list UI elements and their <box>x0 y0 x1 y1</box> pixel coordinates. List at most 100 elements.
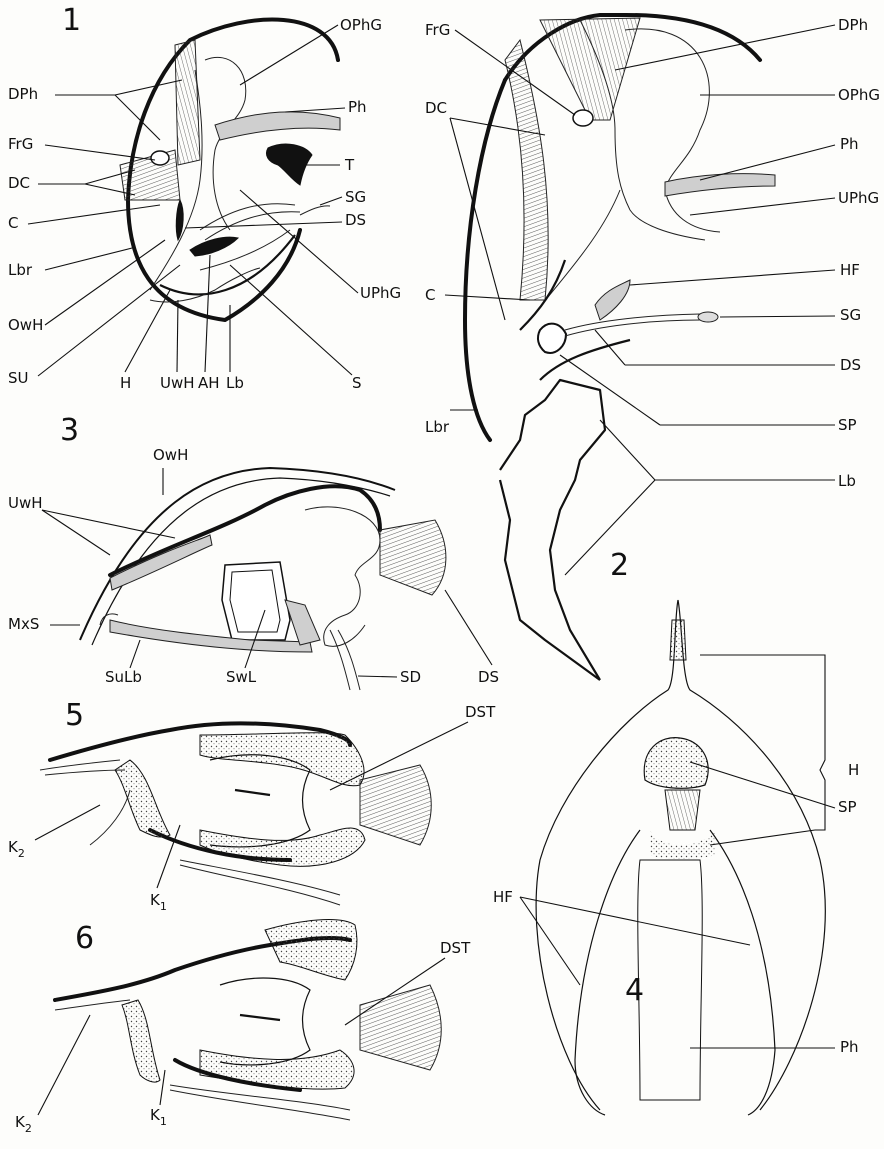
p1-leader-S <box>230 265 352 375</box>
p2-leader-C <box>445 295 530 300</box>
p4-label-Ph: Ph <box>840 1038 859 1056</box>
p2-sg-duct <box>565 314 700 336</box>
p2-label-SG: SG <box>840 306 861 324</box>
p1-label-UwH: UwH <box>160 374 195 392</box>
panel-2-number: 2 <box>610 548 629 583</box>
p2-leader-SG <box>720 316 835 317</box>
p2-label-FrG: FrG <box>425 21 450 39</box>
p2-hf <box>595 280 630 320</box>
p1-label-DPh: DPh <box>8 85 38 103</box>
p5-tail <box>180 860 340 905</box>
p5-upper-lobe <box>200 733 364 786</box>
p1-ds-muscle <box>200 204 300 240</box>
panel-4: 4 H SP HF Ph <box>493 600 859 1115</box>
p3-label-DS: DS <box>478 668 499 686</box>
p1-dc-muscle <box>120 150 180 200</box>
p2-label-Lb: Lb <box>838 472 856 490</box>
p1-leader-AH <box>205 255 210 372</box>
panel-4-number: 4 <box>625 973 644 1008</box>
p6-label-K2: K2 <box>15 1113 32 1135</box>
p5-label-K2-sub: 2 <box>18 847 25 860</box>
p6-dst-fan <box>360 985 441 1070</box>
p4-ph-tube <box>638 860 702 1100</box>
p3-label-MxS: MxS <box>8 615 39 633</box>
p1-dph-muscle <box>175 40 200 165</box>
p2-sg-end <box>698 312 718 322</box>
p2-dc-muscle <box>505 40 548 300</box>
p1-label-OwH: OwH <box>8 316 43 334</box>
panel-6-number: 6 <box>75 921 94 956</box>
p1-label-T: T <box>344 156 355 174</box>
p1-label-UPhG: UPhG <box>360 284 401 302</box>
p2-label-DS: DS <box>840 356 861 374</box>
p5-label-K2: K2 <box>8 838 25 860</box>
p6-lower-lobe <box>200 1050 354 1089</box>
p1-label-AH: AH <box>198 374 220 392</box>
p5-label-K1-sub: 1 <box>160 900 167 913</box>
p3-ds-fan <box>380 520 446 595</box>
p4-label-HF: HF <box>493 888 513 906</box>
panel-1-number: 1 <box>62 3 81 38</box>
p1-leader-UwH <box>177 300 178 372</box>
p1-label-DC: DC <box>8 174 30 192</box>
p6-k2-lines <box>55 1000 130 1010</box>
p1-leader-OPhG <box>240 25 338 85</box>
p3-label-OwH: OwH <box>153 446 188 464</box>
p2-label-Ph: Ph <box>840 135 859 153</box>
p1-ophg-wall <box>205 57 246 230</box>
p4-leader-SP <box>690 762 835 808</box>
p1-leader-OwH <box>45 240 165 325</box>
p4-h-stipple <box>650 830 715 859</box>
p6-arrow <box>240 1015 280 1020</box>
p3-leader-SuLb <box>130 640 140 668</box>
p2-sp <box>538 324 566 353</box>
p1-label-C: C <box>8 214 18 232</box>
p1-leader-UPhG <box>240 190 358 293</box>
p5-k-region <box>115 760 170 837</box>
p2-dph-muscle <box>540 18 640 120</box>
p1-label-Lb: Lb <box>226 374 244 392</box>
p4-label-H: H <box>848 761 859 779</box>
p3-label-SD: SD <box>400 668 421 686</box>
p2-label-SP: SP <box>838 416 857 434</box>
p3-ds-outline <box>305 507 380 646</box>
p4-spine <box>670 620 686 660</box>
p1-leader-DPh-a <box>115 80 182 95</box>
p3-uwh-stipple <box>110 535 212 590</box>
p2-leader-Lb-a <box>600 420 655 480</box>
p1-label-SG: SG <box>345 188 366 206</box>
p1-leader-C <box>28 205 160 224</box>
p6-label-K1: K1 <box>150 1106 167 1128</box>
p1-leader-Ph <box>285 108 345 112</box>
p6-leader-K1 <box>160 1070 165 1105</box>
p5-label-K1: K1 <box>150 891 167 913</box>
p5-k2-curve <box>90 790 130 845</box>
p1-label-H: H <box>120 374 131 392</box>
p5-ds-outline <box>210 755 310 847</box>
p1-leader-SU <box>38 265 180 376</box>
panel-3-number: 3 <box>60 413 79 448</box>
p5-leader-K2 <box>35 805 100 840</box>
p2-pharynx <box>665 174 775 196</box>
p2-label-Lbr: Lbr <box>425 418 450 436</box>
p1-leader-Lbr <box>45 248 132 270</box>
p1-leader-FrG <box>45 145 155 160</box>
p3-label-UwH: UwH <box>8 494 43 512</box>
panel-3: 3 OwH UwH MxS SuLb SwL SD DS <box>8 413 499 690</box>
p2-label-HF: HF <box>840 261 860 279</box>
p3-label-SwL: SwL <box>226 668 257 686</box>
p1-label-Lbr: Lbr <box>8 261 33 279</box>
panel-5-number: 5 <box>65 698 84 733</box>
p2-frontal-ganglion <box>573 110 593 126</box>
p3-label-SuLb: SuLb <box>105 668 142 686</box>
p6-label-DST: DST <box>440 939 471 957</box>
panel-5: 5 DST K2 K1 <box>8 698 496 913</box>
p4-sp-fan <box>665 790 700 830</box>
p1-label-Ph: Ph <box>348 98 367 116</box>
p2-label-OPhG: OPhG <box>838 86 880 104</box>
p3-sd <box>330 630 360 690</box>
p4-label-SP: SP <box>838 798 857 816</box>
p2-leader-HF <box>630 270 835 285</box>
